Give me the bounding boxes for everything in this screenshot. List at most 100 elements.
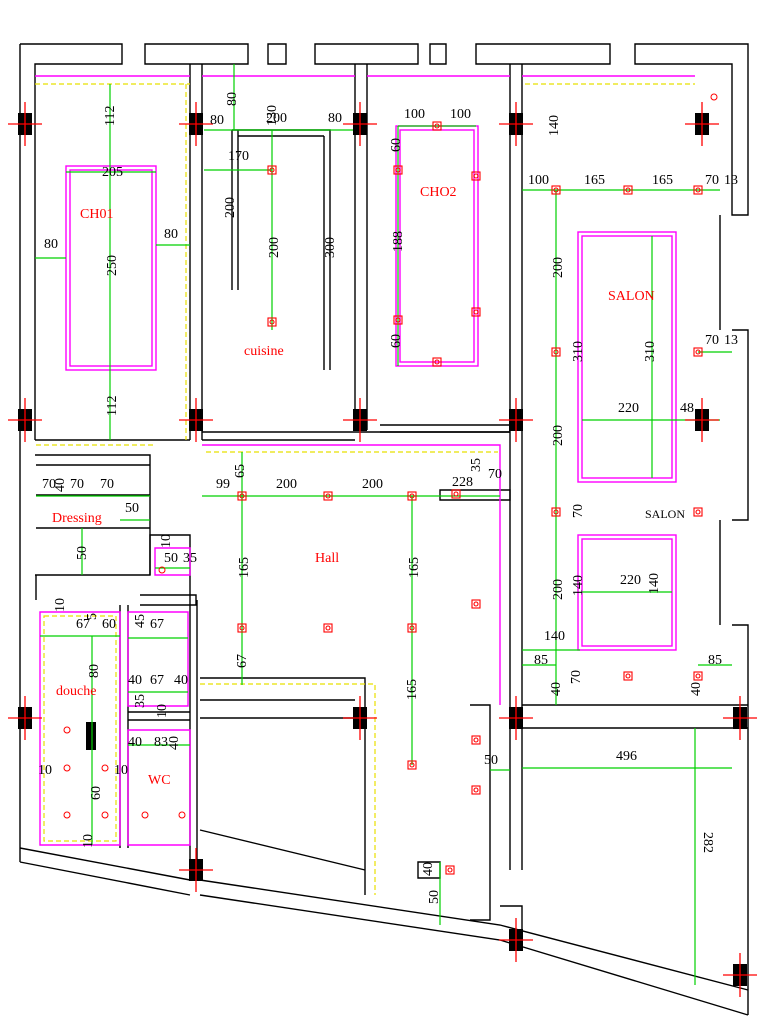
dim-label: 5 <box>85 613 100 620</box>
light-fixture <box>693 671 703 681</box>
dim-label: 300 <box>323 237 338 258</box>
dim-label: 60 <box>389 138 404 152</box>
light-fixture <box>471 599 481 609</box>
dim-label: 80 <box>210 113 224 128</box>
light-fixture <box>407 491 417 501</box>
light-fixture <box>267 317 277 327</box>
light-fixture <box>551 185 561 195</box>
light-fixture <box>267 165 277 175</box>
light-fixture <box>471 171 481 181</box>
dim-label: 48 <box>680 401 694 416</box>
column <box>499 918 533 962</box>
dim-label: 205 <box>102 165 123 180</box>
dim-label: 100 <box>450 107 471 122</box>
dim-label: 35 <box>133 694 148 708</box>
dim-label: 13 <box>724 173 738 188</box>
dim-label: 165 <box>584 173 605 188</box>
dim-label: 100 <box>404 107 425 122</box>
dimension-labels: 112 205 80 80 250 112 80 80 130 200 80 1… <box>38 92 738 904</box>
dim-label: 112 <box>105 396 120 416</box>
column <box>343 398 377 442</box>
light-fixture <box>432 121 442 131</box>
dim-label: 140 <box>547 115 562 136</box>
dim-label: 67 <box>150 617 164 632</box>
dim-label: 140 <box>571 575 586 596</box>
dim-label: 70 <box>571 504 586 518</box>
dim-label: 70 <box>100 477 114 492</box>
light-fixture <box>323 623 333 633</box>
light-fixture <box>432 357 442 367</box>
furniture <box>65 125 677 750</box>
column <box>685 398 719 442</box>
light-fixtures <box>237 121 703 875</box>
column <box>685 102 719 146</box>
dim-label: 140 <box>544 629 565 644</box>
light-fixture <box>471 785 481 795</box>
dim-label: 496 <box>616 749 637 764</box>
light-fixture <box>693 507 703 517</box>
dim-label: 40 <box>174 673 188 688</box>
dim-label: 70 <box>70 477 84 492</box>
dim-label: 228 <box>452 475 473 490</box>
dim-label: 130 <box>265 105 280 126</box>
dim-label: 60 <box>389 334 404 348</box>
dim-label: 50 <box>75 546 90 560</box>
dim-label: 165 <box>237 557 252 578</box>
dim-label: 13 <box>724 333 738 348</box>
light-fixture <box>693 185 703 195</box>
column <box>499 398 533 442</box>
light-fixture <box>471 307 481 317</box>
dim-label: 60 <box>102 617 116 632</box>
dim-label: 112 <box>103 106 118 126</box>
room-label-douche: douche <box>56 684 96 699</box>
dim-label: 140 <box>647 573 662 594</box>
dim-label: 67 <box>235 654 250 668</box>
dim-label: 40 <box>549 682 564 696</box>
dim-label: 65 <box>233 464 248 478</box>
light-fixture <box>451 489 461 499</box>
dim-label: 60 <box>89 786 104 800</box>
dim-label: 188 <box>391 231 406 252</box>
light-fixture <box>393 165 403 175</box>
light-fixture <box>407 760 417 770</box>
dim-label: 70 <box>705 173 719 188</box>
dim-label: 85 <box>534 653 548 668</box>
dim-label: 40 <box>53 478 68 492</box>
dim-label: 35 <box>469 458 484 472</box>
room-label-hall: Hall <box>315 551 339 566</box>
room-label-wc: WC <box>148 773 171 788</box>
table-salon <box>577 534 677 651</box>
column <box>179 398 213 442</box>
dim-label: 10 <box>114 763 128 778</box>
dim-label: 40 <box>128 735 142 750</box>
column <box>723 953 757 997</box>
column <box>723 696 757 740</box>
room-labels: CH01 cuisine CHO2 SALON SALON Dressing H… <box>52 185 685 788</box>
dim-label: 200 <box>551 579 566 600</box>
room-label-salon: SALON <box>608 289 655 304</box>
dimension-lines <box>35 64 732 985</box>
shower-drain <box>86 722 96 750</box>
light-fixture <box>237 623 247 633</box>
dim-label: 70 <box>42 477 56 492</box>
dim-label: 50 <box>484 753 498 768</box>
dim-label: 80 <box>87 664 102 678</box>
dim-label: 220 <box>620 573 641 588</box>
bed-ch02 <box>395 125 479 367</box>
column <box>179 848 213 892</box>
dim-label: 70 <box>705 333 719 348</box>
dim-label: 10 <box>155 704 170 718</box>
column <box>8 398 42 442</box>
dim-label: 80 <box>164 227 178 242</box>
dim-label: 200 <box>223 197 238 218</box>
light-fixture <box>407 623 417 633</box>
dim-label: 35 <box>183 551 197 566</box>
column <box>8 102 42 146</box>
light-fixture <box>471 735 481 745</box>
dim-label: 200 <box>266 111 287 126</box>
outer-walls <box>19 43 749 1016</box>
dim-label: 10 <box>53 598 68 612</box>
column <box>499 102 533 146</box>
room-label-ch01: CH01 <box>80 207 113 222</box>
